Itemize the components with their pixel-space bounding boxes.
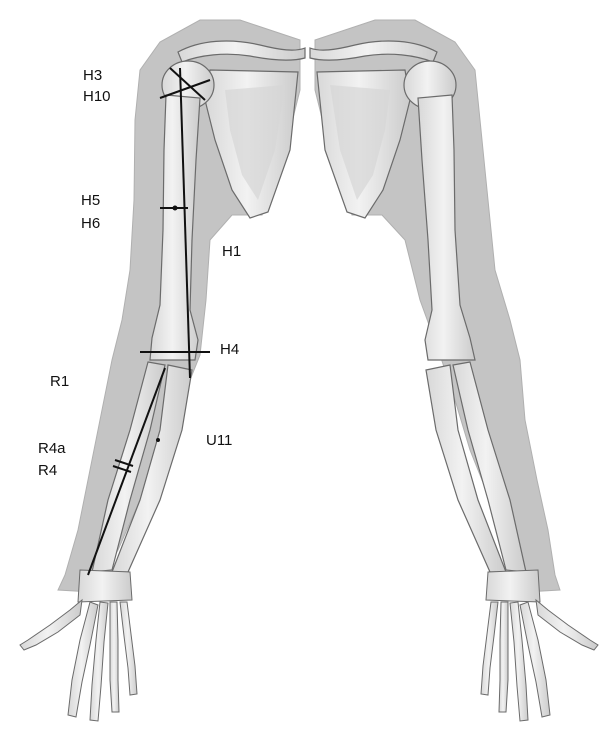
label-u11: U11 xyxy=(206,432,232,449)
dot-u11 xyxy=(156,438,160,442)
dot-h5 xyxy=(173,206,178,211)
right-hand xyxy=(481,570,598,721)
label-r4a: R4a xyxy=(38,440,66,457)
label-r1: R1 xyxy=(50,373,69,390)
label-h4: H4 xyxy=(220,341,239,358)
label-h3: H3 xyxy=(83,67,102,84)
label-h1: H1 xyxy=(222,243,241,260)
left-hand xyxy=(20,570,137,721)
label-h5: H5 xyxy=(81,192,100,209)
label-h10: H10 xyxy=(83,88,111,105)
label-r4: R4 xyxy=(38,462,57,479)
label-h6: H6 xyxy=(81,215,100,232)
